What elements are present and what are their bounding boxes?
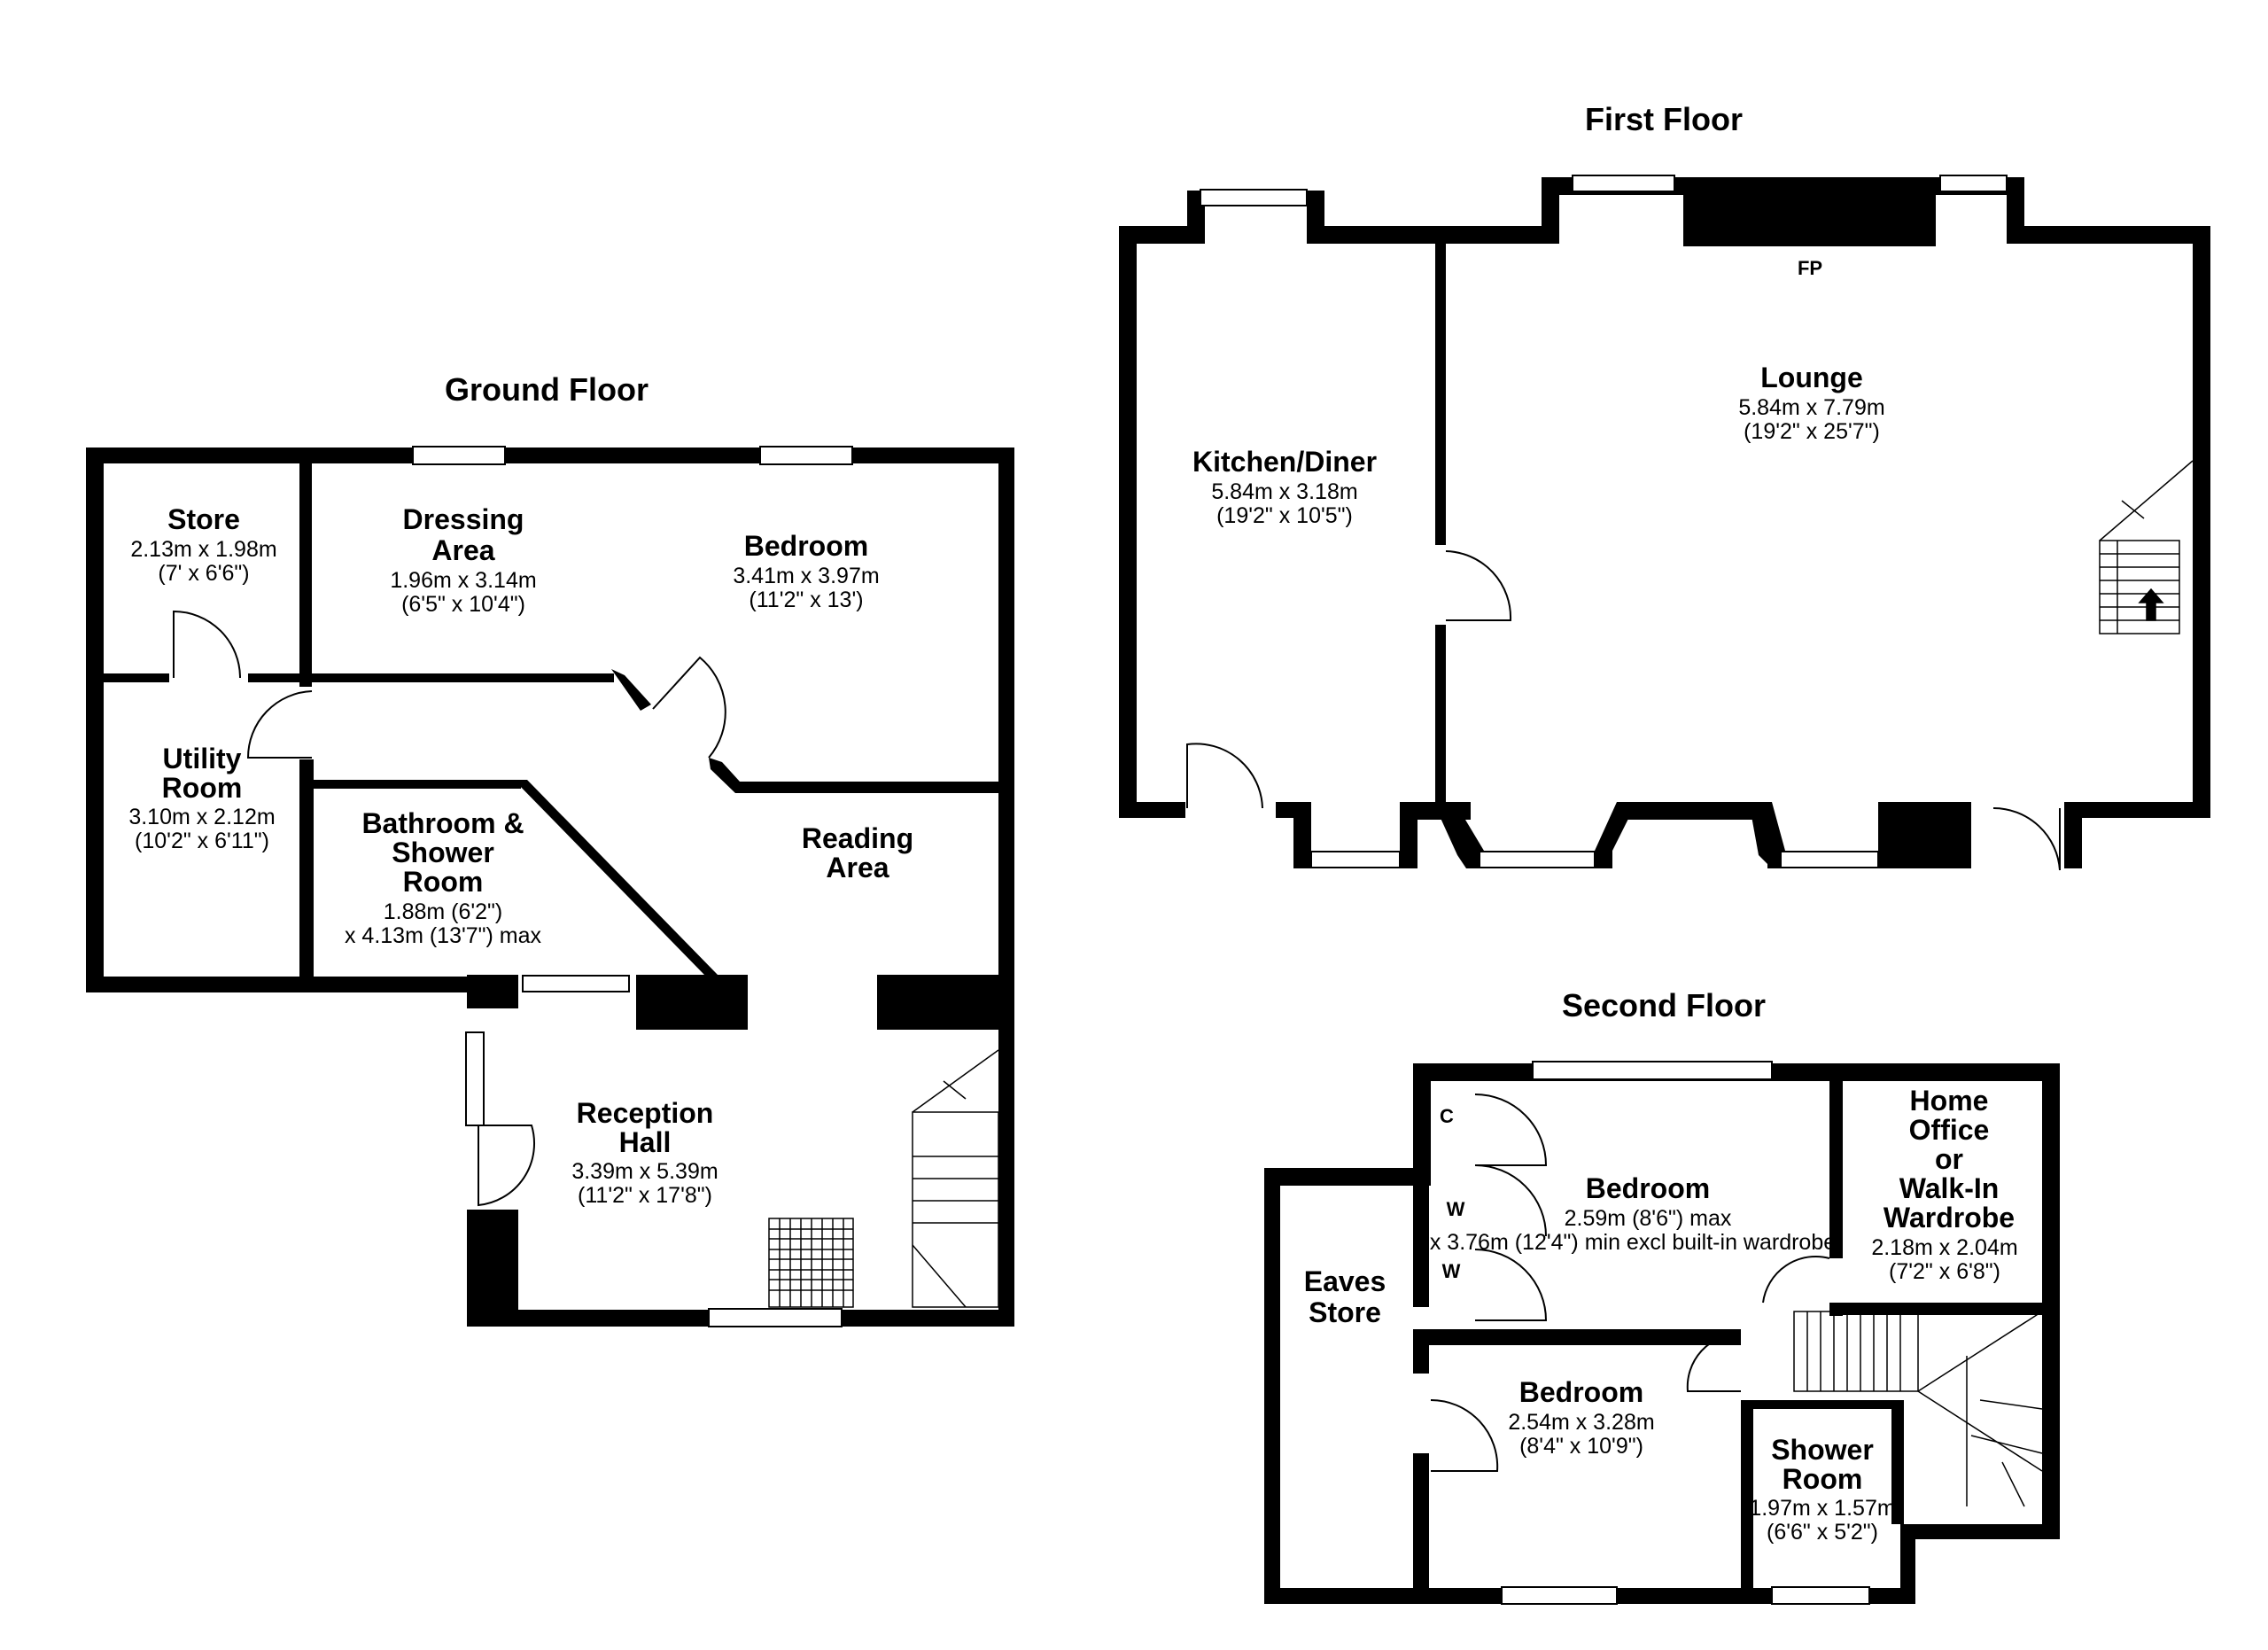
window <box>1501 1586 1618 1605</box>
room-dimensions: 3.41m x 3.97m <box>733 564 879 588</box>
room-dimensions: 1.88m (6'2") <box>384 899 503 924</box>
room-dimensions: (7'2" x 6'8") <box>1889 1259 2000 1284</box>
room-dimensions: (8'4" x 10'9") <box>1519 1434 1643 1459</box>
window <box>1200 189 1308 206</box>
door-swing <box>1430 1398 1499 1472</box>
room-name: Reception <box>577 1097 714 1129</box>
room-name: Home <box>1910 1085 1989 1117</box>
second-floor-title: Second Floor <box>1562 987 1766 1023</box>
room-name: Office <box>1909 1114 1990 1146</box>
room-name: Kitchen/Diner <box>1192 446 1377 478</box>
cupboard-label: C <box>1440 1105 1454 1127</box>
second-floor: Second Floor <box>1264 987 2060 1605</box>
room-dimensions: 5.84m x 3.18m <box>1211 479 1357 504</box>
room-dimensions: x 4.13m (13'7") max <box>345 923 542 948</box>
wardrobe-door <box>1474 1249 1548 1321</box>
room-name: Bedroom <box>744 530 868 562</box>
first-floor-title: First Floor <box>1585 101 1743 137</box>
window <box>1771 1586 1870 1605</box>
room-name: Walk-In <box>1899 1172 2000 1204</box>
door-swing <box>173 610 241 679</box>
window <box>1572 175 1675 192</box>
room-dimensions: 5.84m x 7.79m <box>1738 395 1884 420</box>
window <box>522 975 630 992</box>
room-dimensions: 2.59m (8'6") max <box>1565 1206 1732 1231</box>
door-swing <box>652 656 726 759</box>
room-name: Area <box>826 852 889 883</box>
room-name: Store <box>1309 1296 1381 1328</box>
room-name: Room <box>1783 1463 1863 1495</box>
room-dimensions: (7' x 6'6") <box>158 561 249 586</box>
window <box>1479 851 1596 868</box>
room-name: or <box>1935 1143 1963 1175</box>
room-dimensions: 2.13m x 1.98m <box>130 537 276 562</box>
window <box>1780 851 1879 868</box>
window <box>412 446 506 465</box>
staircase <box>2099 460 2194 634</box>
staircase <box>768 1049 999 1308</box>
first-floor: First Floor <box>1119 101 2210 871</box>
room-name: Dressing <box>403 503 524 535</box>
room-dimensions: 3.39m x 5.39m <box>571 1159 718 1184</box>
ground-floor-title: Ground Floor <box>445 371 649 408</box>
room-name: Hall <box>619 1126 672 1158</box>
room-name: Area <box>431 534 494 566</box>
room-dimensions: x 3.76m (12'4") min excl built-in wardro… <box>1430 1230 1836 1255</box>
room-name: Eaves <box>1304 1265 1386 1297</box>
door-swing <box>1762 1256 1830 1304</box>
door-swing <box>1186 743 1263 809</box>
wardrobe-door <box>1474 1164 1547 1237</box>
door-swing <box>1445 550 1512 621</box>
room-name: Room <box>403 866 484 898</box>
fireplace-label: FP <box>1798 257 1822 279</box>
room-dimensions: 1.97m x 1.57m <box>1749 1496 1895 1521</box>
door-swing <box>478 1125 536 1207</box>
room-name: Shower <box>392 837 494 868</box>
window <box>465 1031 485 1126</box>
window <box>1939 175 2008 192</box>
door-swing <box>1992 806 2061 871</box>
wardrobe-door <box>1474 1094 1548 1166</box>
room-dimensions: (11'2" x 17'8") <box>578 1183 712 1208</box>
room-dimensions: (10'2" x 6'11") <box>135 829 269 853</box>
room-name: Wardrobe <box>1884 1202 2015 1234</box>
room-name: Utility <box>163 743 242 774</box>
room-dimensions: 3.10m x 2.12m <box>128 805 275 829</box>
window <box>1310 851 1401 868</box>
room-dimensions: (11'2" x 13') <box>749 588 863 612</box>
staircase <box>1793 1311 2043 1507</box>
room-name: Bedroom <box>1586 1172 1710 1204</box>
room-dimensions: (19'2" x 10'5") <box>1216 503 1353 528</box>
room-name: Shower <box>1771 1434 1874 1466</box>
wardrobe-label: W <box>1447 1198 1465 1220</box>
room-name: Store <box>167 503 240 535</box>
room-name: Reading <box>802 822 913 854</box>
room-dimensions: 2.18m x 2.04m <box>1871 1235 2017 1260</box>
wardrobe-label: W <box>1442 1260 1461 1282</box>
door-swing <box>246 690 313 759</box>
window <box>708 1308 843 1327</box>
room-dimensions: (6'6" x 5'2") <box>1767 1520 1878 1545</box>
room-dimensions: (19'2" x 25'7") <box>1744 419 1880 444</box>
window <box>1532 1061 1773 1080</box>
window <box>759 446 853 465</box>
room-name: Bathroom & <box>361 807 524 839</box>
room-name: Bedroom <box>1519 1376 1643 1408</box>
room-name: Room <box>162 772 243 804</box>
door-swing <box>1686 1332 1742 1392</box>
room-dimensions: 2.54m x 3.28m <box>1508 1410 1654 1435</box>
room-dimensions: (6'5" x 10'4") <box>401 592 525 617</box>
room-name: Lounge <box>1760 362 1863 393</box>
ground-floor: Ground Floor <box>86 371 1014 1327</box>
room-dimensions: 1.96m x 3.14m <box>390 568 536 593</box>
